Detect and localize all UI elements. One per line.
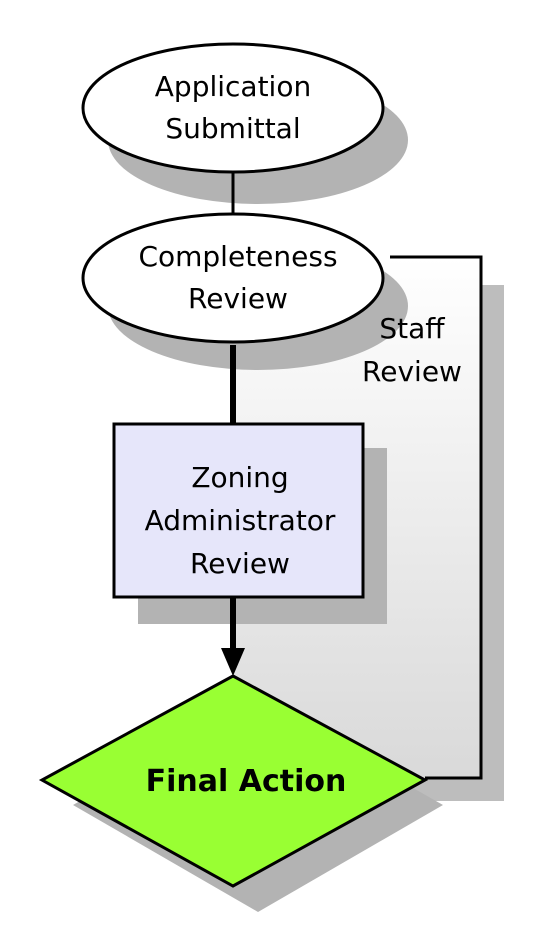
arrowhead-to-final-action bbox=[221, 648, 245, 676]
application-submittal-ellipse bbox=[81, 42, 385, 174]
completeness-review-node: Completeness Review bbox=[81, 212, 385, 344]
zoning-administrator-review-label-line1: Zoning bbox=[191, 461, 288, 494]
final-action-node: Final Action bbox=[38, 674, 429, 888]
staff-review-label: Staff Review bbox=[362, 312, 462, 388]
zoning-administrator-review-box bbox=[112, 422, 365, 599]
completeness-review-label-line2: Review bbox=[188, 282, 288, 315]
zoning-administrator-review-node: Zoning Administrator Review bbox=[112, 422, 365, 599]
completeness-review-ellipse bbox=[81, 212, 385, 344]
staff-review-label-line2: Review bbox=[362, 355, 462, 388]
zoning-administrator-review-label-line3: Review bbox=[190, 547, 290, 580]
staff-review-label-line1: Staff bbox=[379, 312, 445, 345]
staff-review-return-path bbox=[390, 255, 483, 780]
application-submittal-label-line1: Application bbox=[155, 70, 311, 103]
application-submittal-node: Application Submittal bbox=[81, 42, 385, 174]
final-action-diamond bbox=[38, 674, 429, 888]
application-submittal-label-line2: Submittal bbox=[165, 112, 300, 145]
completeness-review-label-line1: Completeness bbox=[138, 240, 337, 273]
final-action-label: Final Action bbox=[146, 764, 347, 799]
zoning-administrator-review-label-line2: Administrator bbox=[145, 504, 336, 537]
